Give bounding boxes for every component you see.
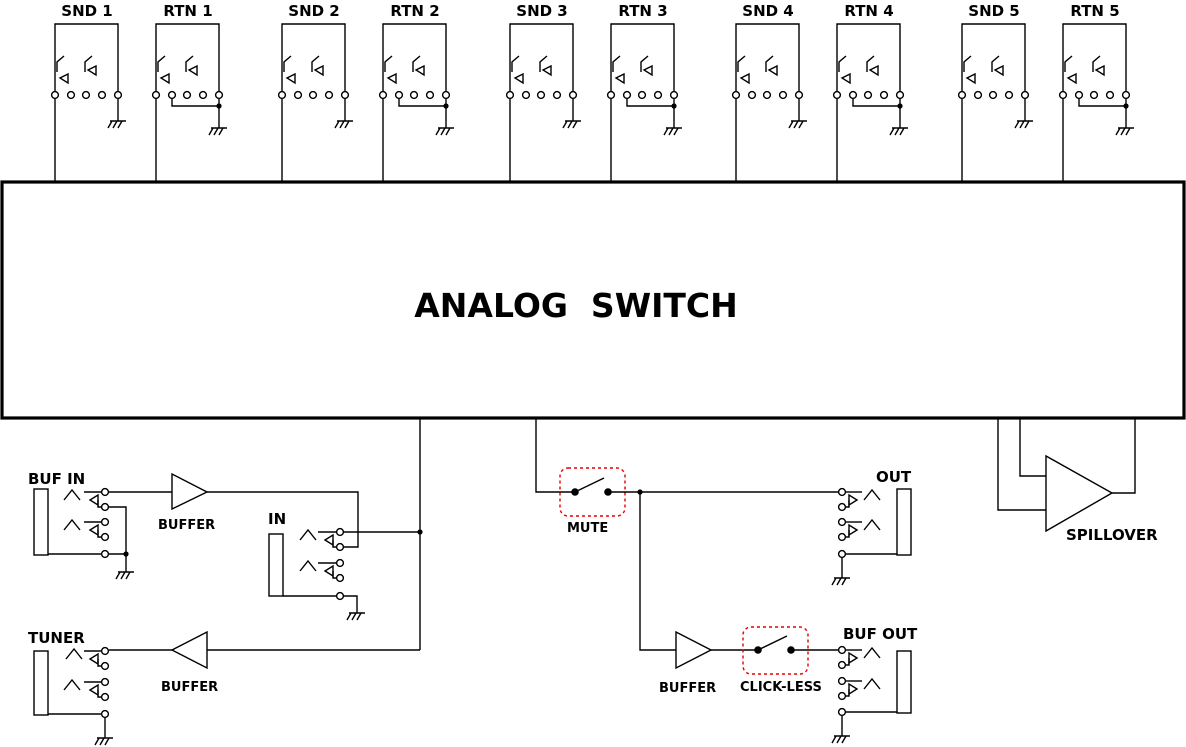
top-jack-label: SND 3: [516, 2, 567, 20]
top-jack-label: SND 5: [968, 2, 1019, 20]
buffer-in-amp: [171, 472, 209, 511]
tuner-label: TUNER: [28, 629, 85, 647]
top-jack-label: RTN 1: [163, 2, 212, 20]
out-label: OUT: [876, 468, 912, 486]
buffer-in-label: BUFFER: [158, 518, 215, 533]
top-jack-label: SND 1: [61, 2, 112, 20]
top-jack: SND 1: [50, 2, 123, 182]
clickless-label: CLICK-LESS: [740, 680, 822, 695]
top-jack: RTN 5: [1058, 2, 1131, 182]
top-jack: SND 3: [505, 2, 578, 182]
analog-switch-block: [0, 180, 1186, 420]
in-jack: IN: [268, 510, 365, 621]
analog-switch-label: ANALOG SWITCH: [414, 286, 737, 325]
buf-out-label: BUF OUT: [843, 625, 918, 643]
buf-in-jack: BUF IN: [28, 470, 134, 580]
top-jack-label: RTN 5: [1070, 2, 1119, 20]
top-jack: RTN 4: [832, 2, 905, 182]
clickless-highlight: [742, 626, 809, 675]
buf-in-label: BUF IN: [28, 470, 85, 488]
mute-highlight: [559, 467, 626, 517]
top-jack-label: SND 4: [742, 2, 793, 20]
spillover-label: SPILLOVER: [1066, 526, 1158, 544]
mute-label: MUTE: [567, 521, 608, 536]
top-jack-row: SND 1 RTN 1 SND 2 RTN 2 SND 3 RTN 3 SND 4 RTN 4…: [50, 2, 1134, 182]
tuner-jack: TUNER: [28, 629, 113, 746]
top-jack: SND 4: [731, 2, 804, 182]
top-jack: RTN 1: [151, 2, 224, 182]
top-jack-label: RTN 2: [390, 2, 439, 20]
buffer-out-label: BUFFER: [659, 681, 716, 696]
top-jack: SND 5: [957, 2, 1030, 182]
top-jack: RTN 2: [378, 2, 451, 182]
top-jack: RTN 3: [606, 2, 679, 182]
buf-out-jack: BUF OUT: [831, 625, 918, 744]
spillover-amp: [1045, 454, 1114, 533]
buffer-out-amp: [675, 630, 713, 670]
top-jack-label: RTN 3: [618, 2, 667, 20]
out-jack: OUT: [831, 468, 912, 586]
top-jack-label: SND 2: [288, 2, 339, 20]
top-jack: SND 2: [277, 2, 350, 182]
top-jack-label: RTN 4: [844, 2, 893, 20]
in-label: IN: [268, 510, 286, 528]
buffer-tuner-amp: [170, 630, 208, 670]
buffer-tuner-label: BUFFER: [161, 680, 218, 695]
